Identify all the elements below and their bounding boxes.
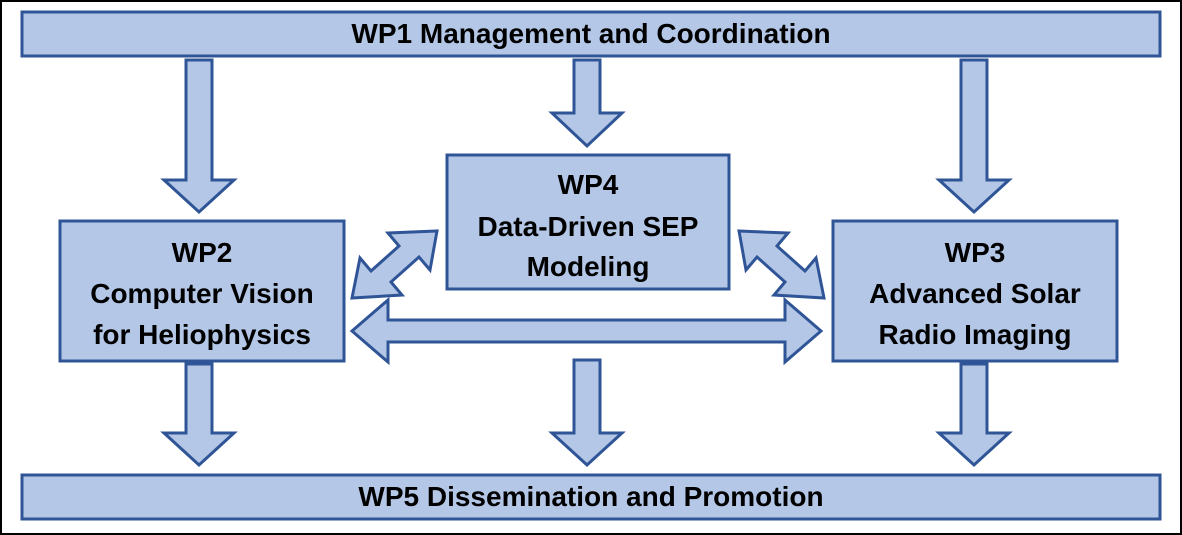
wp5-label: WP5 Dissemination and Promotion <box>358 481 823 512</box>
arrow-wp1-to-wp4 <box>548 58 626 149</box>
arrow-center-to-wp5 <box>548 358 626 468</box>
arrow-wp1-to-wp2 <box>160 58 238 215</box>
wp2-box: WP2 Computer Vision for Heliophysics <box>58 219 346 363</box>
wp2-line-2: Computer Vision <box>90 278 314 309</box>
wp2-title: WP2 <box>172 237 233 268</box>
wp3-line-3: Radio Imaging <box>879 319 1072 350</box>
wp4-line-3: Modeling <box>527 251 650 282</box>
wp4-title: WP4 <box>558 169 619 200</box>
wp4-line-2: Data-Driven SEP <box>478 211 699 242</box>
arrow-wp1-to-wp3 <box>935 58 1013 215</box>
wp3-title: WP3 <box>945 237 1006 268</box>
wp2-line-3: for Heliophysics <box>93 319 311 350</box>
wp1-box: WP1 Management and Coordination <box>20 10 1162 58</box>
wp3-box: WP3 Advanced Solar Radio Imaging <box>831 219 1119 363</box>
wp5-box: WP5 Dissemination and Promotion <box>20 473 1162 521</box>
wp1-label: WP1 Management and Coordination <box>351 18 830 49</box>
wp3-line-2: Advanced Solar <box>869 278 1081 309</box>
double-arrow-wp4-wp3 <box>737 229 826 300</box>
wp4-box: WP4 Data-Driven SEP Modeling <box>445 153 731 291</box>
arrow-wp2-to-wp5 <box>160 362 238 468</box>
double-arrow-wp2-wp4 <box>350 229 439 300</box>
double-arrow-wp2-wp3 <box>349 296 824 366</box>
arrow-wp3-to-wp5 <box>935 362 1013 468</box>
